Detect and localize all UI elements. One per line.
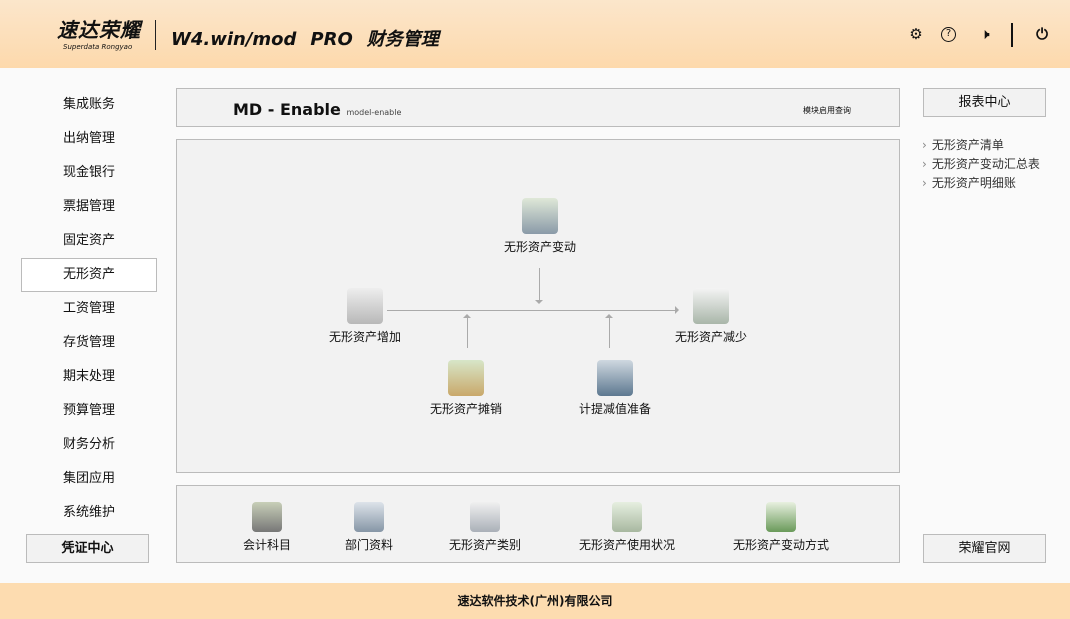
category-icon [470, 502, 500, 532]
speaker-icon[interactable]: 🕨 [980, 25, 990, 43]
asset-decrease-node[interactable]: 无形资产减少 [675, 288, 747, 345]
sidebar: 集成账务 出纳管理 现金银行 票据管理 固定资产 无形资产 工资管理 存货管理 … [21, 88, 157, 532]
report-center-button[interactable]: 报表中心 [923, 88, 1046, 117]
sidebar-item[interactable]: 固定资产 [62, 233, 115, 248]
sidebar-item[interactable]: 集团应用 [62, 471, 115, 486]
flow-diagram: 无形资产变动 无形资产增加 无形资产减少 无形资产摊销 计提减值准备 [176, 139, 900, 473]
logo-subtitle: Superdata Rongyao [63, 43, 133, 51]
footer: 速达软件技术(广州)有限公司 [0, 583, 1070, 619]
impairment-node[interactable]: 计提减值准备 [579, 360, 651, 417]
divider [155, 20, 156, 50]
sidebar-item[interactable]: 出纳管理 [62, 131, 115, 146]
gear-icon[interactable]: ⚙ [909, 25, 923, 43]
account-icon [252, 502, 282, 532]
basic-item[interactable]: 无形资产使用状况 [579, 502, 675, 553]
sidebar-item[interactable]: 财务分析 [62, 437, 115, 452]
asset-amortize-node[interactable]: 无形资产摊销 [430, 360, 502, 417]
sidebar-item[interactable]: 期末处理 [62, 369, 115, 384]
basic-item[interactable]: 无形资产变动方式 [733, 502, 829, 553]
coins-icon [448, 360, 484, 396]
sidebar-item[interactable]: 集成账务 [62, 97, 115, 112]
document-add-icon [347, 288, 383, 324]
sidebar-item[interactable]: 票据管理 [62, 199, 115, 214]
basic-data-bar: 会计科目 部门资料 无形资产类别 无形资产使用状况 无形资产变动方式 [176, 485, 900, 563]
impairment-icon [597, 360, 633, 396]
folder-icon [522, 198, 558, 234]
report-links: ›无形资产清单 ›无形资产变动汇总表 ›无形资产明细账 [922, 136, 1040, 193]
logo: 速达荣耀 [57, 18, 141, 42]
report-link[interactable]: ›无形资产明细账 [922, 176, 1016, 190]
voucher-center-button[interactable]: 凭证中心 [26, 534, 149, 563]
website-button[interactable]: 荣耀官网 [923, 534, 1046, 563]
checklist-remove-icon [693, 288, 729, 324]
divider [1011, 23, 1013, 47]
usage-status-icon [612, 502, 642, 532]
report-link[interactable]: ›无形资产清单 [922, 138, 1004, 152]
basic-item[interactable]: 会计科目 [243, 502, 291, 553]
module-title: MD - Enable model-enable [233, 100, 402, 119]
sidebar-item[interactable]: 系统维护 [62, 505, 115, 520]
module-query-link[interactable]: 模块启用查询 [803, 106, 851, 115]
asset-increase-node[interactable]: 无形资产增加 [329, 288, 401, 345]
power-icon[interactable]: ⏻ [1036, 25, 1048, 43]
module-header: MD - Enable model-enable 模块启用查询 [176, 88, 900, 127]
sidebar-item[interactable]: 工资管理 [62, 301, 115, 316]
sidebar-item[interactable]: 现金银行 [62, 165, 115, 180]
basic-item[interactable]: 无形资产类别 [449, 502, 521, 553]
report-link[interactable]: ›无形资产变动汇总表 [922, 157, 1040, 171]
sidebar-item-active[interactable]: 无形资产 [21, 258, 157, 292]
sidebar-item[interactable]: 存货管理 [62, 335, 115, 350]
help-icon[interactable]: ? [941, 27, 956, 42]
sidebar-item[interactable]: 预算管理 [62, 403, 115, 418]
dollar-icon [766, 502, 796, 532]
basic-item[interactable]: 部门资料 [345, 502, 393, 553]
asset-change-node[interactable]: 无形资产变动 [504, 198, 576, 255]
department-icon [354, 502, 384, 532]
